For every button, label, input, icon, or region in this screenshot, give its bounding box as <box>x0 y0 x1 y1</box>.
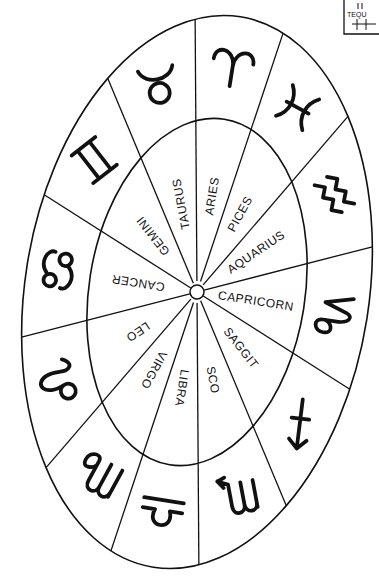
zodiac-glyph <box>217 473 258 516</box>
sign-name: CAPRICORN <box>218 289 295 313</box>
zodiac-glyph <box>140 497 183 528</box>
spoke-line <box>201 301 287 506</box>
sign-name: SCO <box>205 365 222 394</box>
sign-name: LEO <box>124 320 152 344</box>
zodiac-glyph <box>138 65 179 106</box>
zodiac-glyph <box>72 137 117 183</box>
spoke-line <box>108 78 194 283</box>
spoke-line <box>22 294 190 337</box>
corner-box <box>344 0 379 34</box>
spoke-line <box>203 116 348 284</box>
spoke-line <box>197 303 199 565</box>
zodiac-glyph <box>210 49 255 90</box>
sign-name: ARIES <box>203 176 221 216</box>
sign-name: PICES <box>225 194 254 234</box>
ring-ellipse <box>63 102 331 481</box>
zodiac-glyph <box>40 250 75 290</box>
spoke-line <box>111 303 194 551</box>
zodiac-glyph <box>35 357 85 408</box>
zodiac-glyph <box>275 399 324 448</box>
hub-circle <box>190 285 204 299</box>
spoke-line <box>195 19 197 281</box>
corner-note: TEQU <box>347 11 366 18</box>
sign-name: CANCER <box>110 272 165 292</box>
zodiac-glyph <box>315 173 355 217</box>
zodiac-glyph <box>276 85 319 130</box>
sign-name: AQUARIUS <box>225 228 287 275</box>
zodiac-glyph <box>74 451 123 499</box>
sign-name: TAURUS <box>170 178 191 231</box>
zodiac-glyph <box>315 294 354 336</box>
sign-name: GEMINI <box>134 214 172 257</box>
sign-name: VIRGO <box>139 349 169 391</box>
sign-name: LIBRA <box>173 369 191 408</box>
